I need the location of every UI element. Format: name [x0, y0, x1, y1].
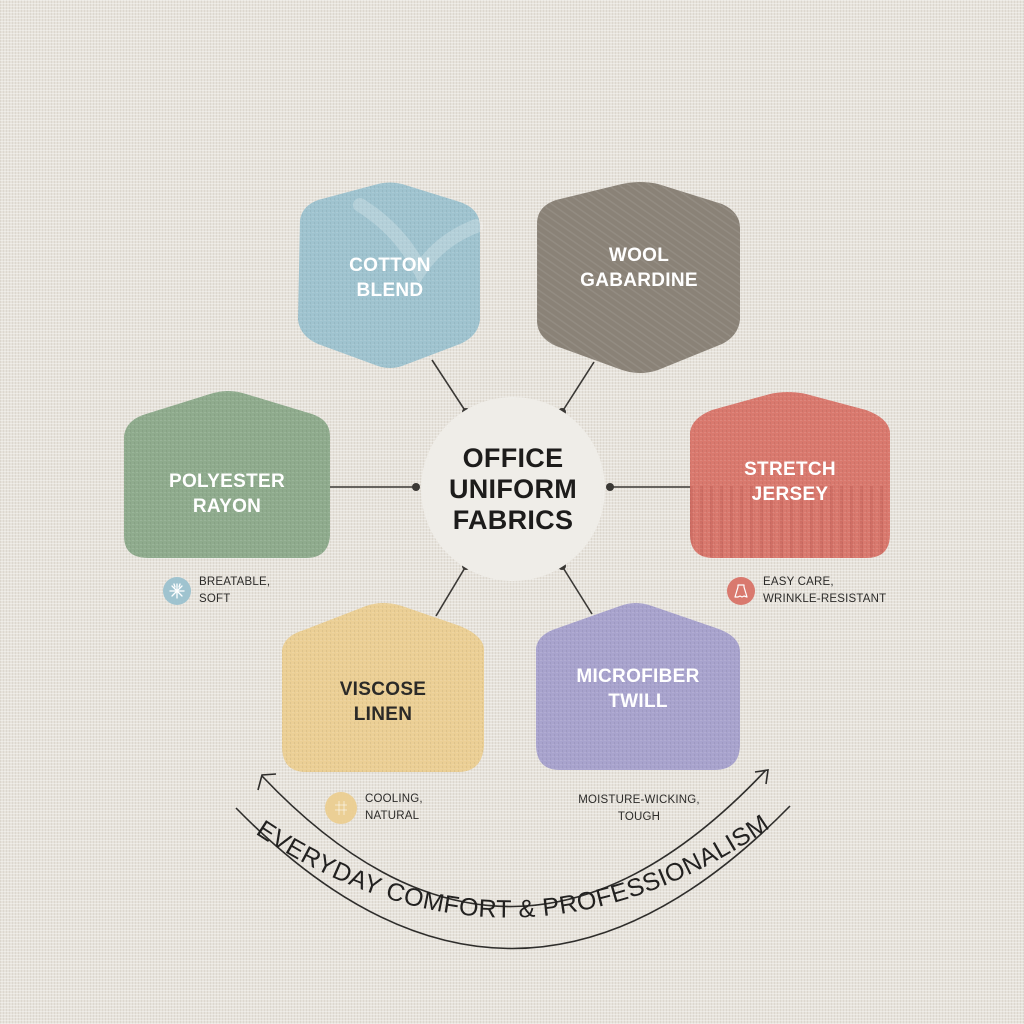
- feature-moisture-wicking: MOISTURE-WICKING, TOUGH: [566, 792, 712, 826]
- node-label-line: BLEND: [356, 280, 424, 301]
- node-microfiber-twill-shape: [536, 603, 740, 770]
- node-label-line: MICROFIBER: [576, 666, 700, 687]
- node-label-line: RAYON: [192, 496, 262, 517]
- node-stretch-jersey: STRETCH JERSEY: [690, 456, 890, 508]
- node-viscose-linen: VISCOSE LINEN: [282, 676, 484, 728]
- center-circle: [421, 397, 605, 581]
- center-title: OFFICE UNIFORM FABRICS: [421, 397, 605, 581]
- node-polyester-rayon-shape: [124, 391, 330, 558]
- node-label-line: LINEN: [353, 704, 413, 725]
- banner-text: EVERYDAY COMFORT & PROFESSIONALISM: [252, 809, 774, 923]
- connector-microfiber: [561, 565, 593, 615]
- node-label-line: STRETCH: [744, 459, 836, 480]
- node-microfiber-twill: MICROFIBER TWILL: [536, 663, 740, 715]
- feature-breathable-soft: BREATABLE, SOFT: [163, 574, 270, 608]
- center-title-line-3: FABRICS: [452, 504, 574, 535]
- node-wool-gabardine-shape: [537, 182, 740, 373]
- feature-text-line: BREATABLE,: [199, 576, 271, 588]
- node-polyester-rayon: POLYESTER RAYON: [124, 468, 330, 520]
- snowflake-burst-icon: [163, 577, 191, 605]
- banner-outer-arc: [235, 805, 791, 950]
- feature-easy-care: EASY CARE, WRINKLE-RESISTANT: [727, 574, 886, 608]
- node-label-line: TWILL: [608, 691, 668, 712]
- node-stretch-jersey-shape: [690, 392, 890, 558]
- feature-text-line: MOISTURE-WICKING,: [578, 794, 700, 806]
- feature-text-line: SOFT: [199, 593, 231, 605]
- feature-cooling-natural: COOLING, NATURAL: [325, 791, 423, 825]
- feature-text-line: TOUGH: [617, 811, 661, 823]
- feature-text-line: COOLING,: [365, 793, 423, 805]
- node-label-line: POLYESTER: [168, 471, 286, 492]
- node-viscose-linen-shape: [282, 603, 484, 772]
- node-cotton-blend: COTTON BLEND: [300, 252, 480, 304]
- connector-cotton: [431, 359, 467, 413]
- node-label-line: GABARDINE: [580, 270, 698, 291]
- center-title-line-2: UNIFORM: [448, 473, 578, 504]
- arrow-right-icon: [754, 769, 769, 785]
- arrow-left-icon: [257, 773, 277, 791]
- node-wool-gabardine: WOOL GABARDINE: [538, 242, 740, 294]
- connector-viscose: [435, 565, 467, 617]
- node-label-line: WOOL: [608, 245, 670, 266]
- node-label-line: COTTON: [349, 255, 431, 276]
- feature-text-line: WRINKLE-RESISTANT: [763, 593, 887, 605]
- skirt-icon: [727, 577, 755, 605]
- banner-inner-arc: [261, 769, 767, 908]
- node-label-line: VISCOSE: [339, 679, 427, 700]
- banner-arcs: [235, 769, 791, 950]
- node-cotton-blend-shape: [298, 182, 483, 368]
- center-title-line-1: OFFICE: [462, 442, 564, 473]
- woven-swatch-icon: [325, 792, 357, 824]
- connector-wool: [561, 361, 595, 413]
- feature-text-line: EASY CARE,: [763, 576, 834, 588]
- node-label-line: JERSEY: [751, 484, 829, 505]
- feature-text-line: NATURAL: [365, 810, 420, 822]
- connector-lines: [330, 359, 690, 617]
